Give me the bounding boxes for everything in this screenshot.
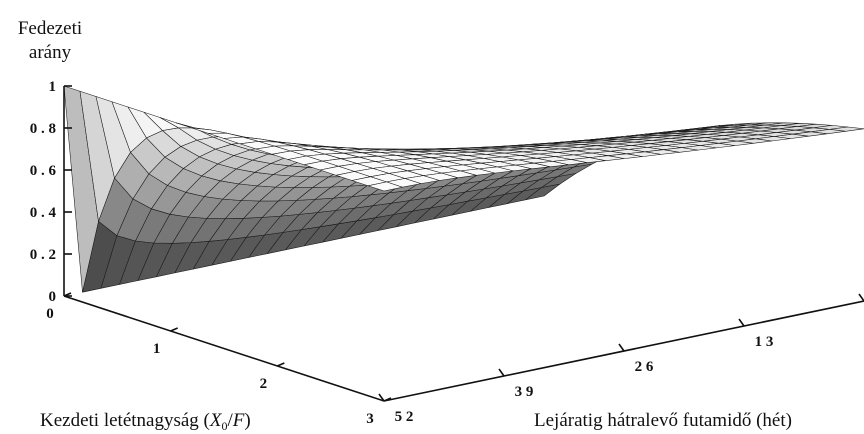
tick-layer: 00 . 20 . 40 . 60 . 81012301 32 63 95 2 — [30, 79, 864, 427]
x-axis-title-var: X — [209, 410, 223, 431]
x-axis-title-slash: / — [227, 410, 233, 431]
y-tick-mark — [738, 318, 745, 327]
x-axis-title-close: ) — [244, 410, 250, 431]
x-tick-mark — [383, 397, 392, 402]
x-axis-title-f: F — [232, 410, 245, 431]
x-axis-title-text: Kezdeti letétnagyság ( — [40, 410, 210, 431]
surface-mesh — [63, 85, 864, 293]
surface-cell — [367, 181, 403, 192]
x-axis-title: Kezdeti letétnagyság (X0/F) — [40, 410, 251, 433]
x-axis-line — [63, 295, 385, 402]
y-tick-mark — [378, 393, 385, 402]
y-tick-label: 3 9 — [515, 384, 534, 400]
z-axis-title-line-1: Fedezeti — [18, 18, 82, 39]
z-tick-label: 0 . 4 — [30, 205, 57, 221]
z-axis-title-line-2: arány — [29, 42, 72, 63]
y-tick-mark — [618, 343, 625, 352]
x-axis-title-sub: 0 — [221, 419, 227, 433]
z-tick-label: 0 . 6 — [30, 163, 57, 179]
y-tick-label: 5 2 — [395, 409, 414, 425]
y-tick-label: 1 3 — [755, 334, 774, 350]
z-tick-label: 0 — [49, 289, 57, 305]
y-tick-label: 2 6 — [635, 359, 654, 375]
z-tick-label: 0 . 8 — [30, 121, 56, 137]
y-tick-mark — [858, 293, 864, 302]
x-tick-label: 2 — [260, 376, 268, 392]
y-axis-title: Lejáratig hátralevő futamidő (hét) — [534, 410, 792, 431]
x-tick-label: 1 — [153, 341, 161, 357]
x-tick-mark — [170, 327, 178, 332]
z-tick-label: 1 — [49, 79, 57, 95]
x-tick-mark — [63, 292, 72, 297]
z-tick-label: 0 . 2 — [30, 247, 56, 263]
x-tick-mark — [277, 362, 285, 367]
y-tick-mark — [498, 368, 505, 377]
x-tick-label: 0 — [46, 306, 54, 322]
x-tick-label: 3 — [366, 411, 374, 427]
